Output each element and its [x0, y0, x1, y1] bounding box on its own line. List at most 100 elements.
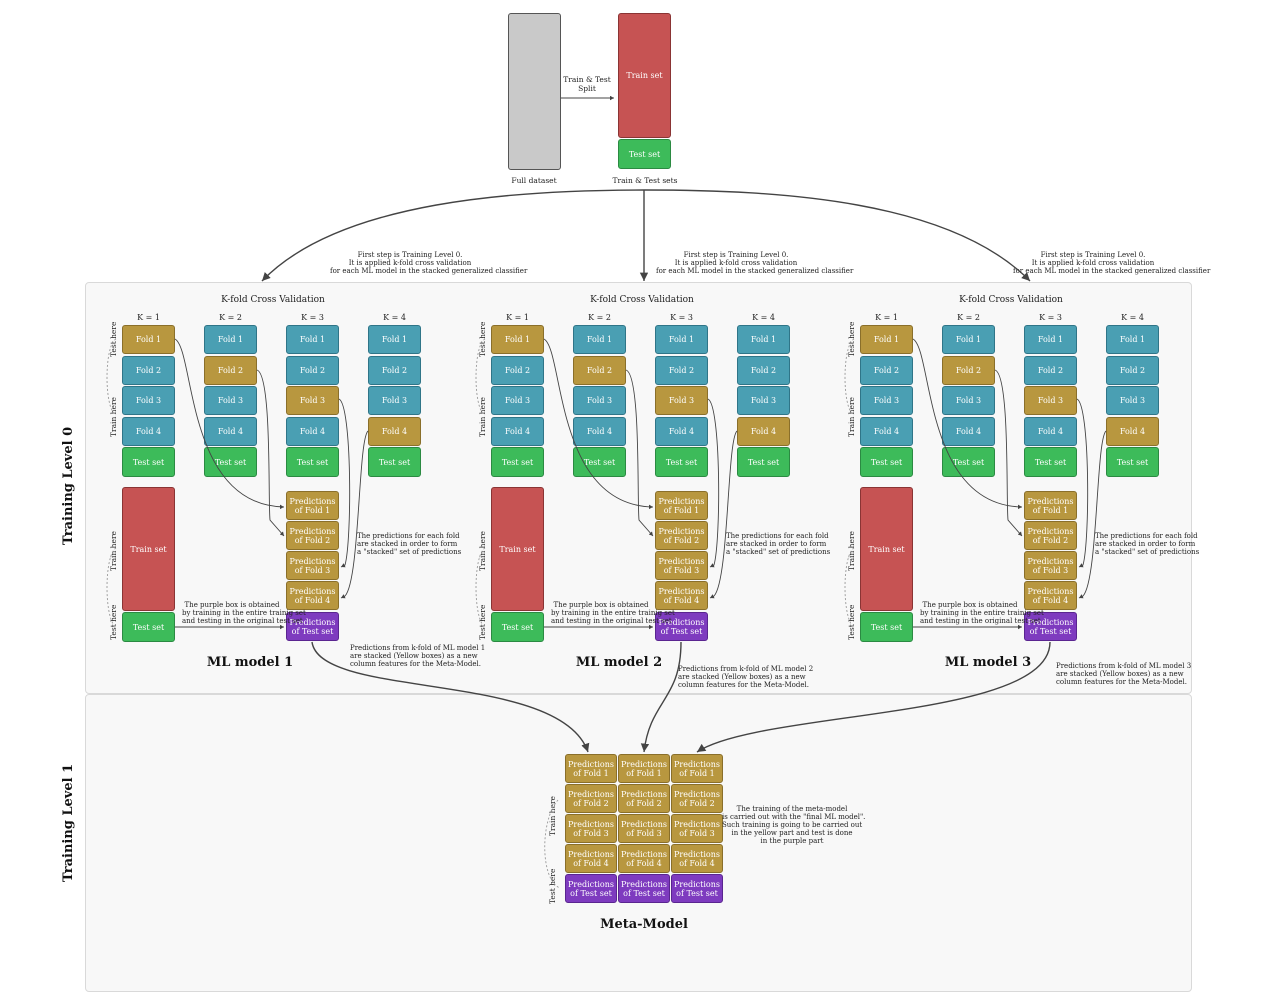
model-3-title: ML model 3: [944, 655, 1032, 670]
model-1-k-label-2: K = 2: [219, 313, 242, 322]
model-2-k2-fold-2: Fold 2: [573, 356, 626, 385]
first-step-note-1-line1: First step is Training Level 0.: [357, 251, 463, 259]
model-2-fold-4-arrow: [709, 430, 738, 599]
to-meta-arrow-2: [640, 641, 682, 753]
model-3-k2-fold-2: Fold 2: [942, 356, 995, 385]
model-2-k2-fold-3: Fold 3: [573, 386, 626, 415]
model-3-k1-fold-2: Fold 2: [860, 356, 913, 385]
meta-col-3-test-set: Predictions of Test set: [671, 874, 723, 903]
model-3-k3-fold-1: Fold 1: [1024, 325, 1077, 354]
meta-col-3-fold-3: Predictions of Fold 3: [671, 814, 723, 843]
model-1-train-set: Train set: [122, 487, 175, 611]
model-3-k-label-3: K = 3: [1039, 313, 1062, 322]
first-step-note-2-line1: First step is Training Level 0.: [683, 251, 789, 259]
model-1-bracket-bottom: [106, 547, 117, 628]
model-2-k-label-2: K = 2: [588, 313, 611, 322]
meta-note-line3: Such training is going to be carried out: [722, 821, 863, 829]
model-1-k-label-3: K = 3: [301, 313, 324, 322]
split-label-1: Train & Test: [563, 75, 611, 84]
meta-col-3-fold-2: Predictions of Fold 2: [671, 784, 723, 813]
model-1-predictions-test-set: Predictions of Test set: [286, 612, 339, 641]
model-3-stacked-note-3: a "stacked" set of predictions: [1095, 548, 1200, 556]
model-3-predictions-fold-1: Predictions of Fold 1: [1024, 491, 1077, 520]
meta-col-2-fold-3: Predictions of Fold 3: [618, 814, 670, 843]
model-2-k-label-3: K = 3: [670, 313, 693, 322]
model-3-k2-fold-3: Fold 3: [942, 386, 995, 415]
model-1-stacked-note-2: are stacked in order to form: [357, 540, 458, 548]
train-test-sets-label: Train & Test sets: [612, 176, 678, 185]
model-1-bracket-top: [106, 338, 117, 416]
model-3-k3-test-set: Test set: [1024, 447, 1077, 477]
model-3-predictions-fold-4: Predictions of Fold 4: [1024, 581, 1077, 610]
model-1-k2-test-set: Test set: [204, 447, 257, 477]
full-dataset-label: Full dataset: [511, 176, 557, 185]
model-2-fold-3-arrow: [707, 398, 720, 568]
model-2-k3-fold-4: Fold 4: [655, 417, 708, 446]
features-note-1-line3: column features for the Meta-Model.: [350, 660, 481, 668]
model-3-k1-fold-1: Fold 1: [860, 325, 913, 354]
meta-note-line1: The training of the meta-model: [736, 805, 848, 813]
model-2-predictions-test-set: Predictions of Test set: [655, 612, 708, 641]
model-1-k2-fold-1: Fold 1: [204, 325, 257, 354]
model-3-train-set: Train set: [860, 487, 913, 611]
meta-col-1-fold-2: Predictions of Fold 2: [565, 784, 617, 813]
model-3-k1-fold-3: Fold 3: [860, 386, 913, 415]
meta-note-line5: in the purple part: [760, 837, 824, 845]
model-2-title: ML model 2: [575, 655, 663, 670]
model-2-stacked-note-1: The predictions for each fold: [726, 532, 829, 540]
model-3-k4-fold-1: Fold 1: [1106, 325, 1159, 354]
full-dataset-box: [508, 13, 561, 170]
model-1-k2-fold-3: Fold 3: [204, 386, 257, 415]
model-1-k3-test-set: Test set: [286, 447, 339, 477]
model-1-predictions-fold-2: Predictions of Fold 2: [286, 521, 339, 550]
model-2-fold-2-arrow: [625, 369, 654, 537]
model-3-k3-fold-2: Fold 2: [1024, 356, 1077, 385]
model-3-stacked-note-1: The predictions for each fold: [1095, 532, 1198, 540]
model-2-k-label-1: K = 1: [506, 313, 529, 322]
model-2-train-test-set: Test set: [491, 612, 544, 642]
model-1-k4-test-set: Test set: [368, 447, 421, 477]
model-3-k4-fold-2: Fold 2: [1106, 356, 1159, 385]
model-1-k3-fold-1: Fold 1: [286, 325, 339, 354]
model-3-bracket-top: [844, 338, 855, 416]
model-2-k1-test-set: Test set: [491, 447, 544, 477]
model-2-k4-fold-1: Fold 1: [737, 325, 790, 354]
model-2-k2-test-set: Test set: [573, 447, 626, 477]
model-3-k2-test-set: Test set: [942, 447, 995, 477]
model-1-k-label-4: K = 4: [383, 313, 406, 322]
model-3-bracket-bottom: [844, 547, 855, 628]
model-3-fold-4-arrow: [1078, 430, 1107, 599]
model-1-predictions-fold-4: Predictions of Fold 4: [286, 581, 339, 610]
first-step-note-2-line3: for each ML model in the stacked general…: [656, 267, 854, 275]
model-3-k1-fold-4: Fold 4: [860, 417, 913, 446]
meta-note-line2: is carried out with the "final ML model"…: [722, 813, 866, 821]
model-3-predictions-fold-3: Predictions of Fold 3: [1024, 551, 1077, 580]
first-step-arrow-left: [261, 189, 645, 282]
model-2-k4-fold-2: Fold 2: [737, 356, 790, 385]
model-3-cv-title: K-fold Cross Validation: [959, 295, 1063, 305]
model-2-k4-fold-3: Fold 3: [737, 386, 790, 415]
meta-col-3-fold-4: Predictions of Fold 4: [671, 844, 723, 873]
first-step-note-1-line2: It is applied k-fold cross validation: [348, 259, 472, 267]
top-test-set-box: Test set: [618, 139, 671, 169]
features-note-3-line3: column features for the Meta-Model.: [1056, 678, 1187, 686]
first-step-note-3-line3: for each ML model in the stacked general…: [1013, 267, 1211, 275]
features-note-1-line2: are stacked (Yellow boxes) as a new: [350, 652, 478, 660]
model-3-k4-fold-4: Fold 4: [1106, 417, 1159, 446]
to-meta-arrow-1: [311, 641, 590, 753]
features-note-2-line2: are stacked (Yellow boxes) as a new: [678, 673, 806, 681]
model-2-k1-fold-3: Fold 3: [491, 386, 544, 415]
model-3-stacked-note-2: are stacked in order to form: [1095, 540, 1196, 548]
model-2-purple-note-3: and testing in the original test set: [551, 617, 672, 625]
meta-col-2-fold-4: Predictions of Fold 4: [618, 844, 670, 873]
model-2-predictions-fold-2: Predictions of Fold 2: [655, 521, 708, 550]
meta-bracket: [544, 799, 561, 889]
model-3-fold-1-arrow: [912, 338, 1023, 510]
first-step-note-2-line2: It is applied k-fold cross validation: [674, 259, 798, 267]
model-1-k2-fold-2: Fold 2: [204, 356, 257, 385]
top-train-set-box: Train set: [618, 13, 671, 138]
model-3-purple-note-1: The purple box is obtained: [922, 601, 1018, 609]
model-2-predictions-fold-3: Predictions of Fold 3: [655, 551, 708, 580]
model-2-stacked-note-3: a "stacked" set of predictions: [726, 548, 831, 556]
model-1-stacked-note-1: The predictions for each fold: [357, 532, 460, 540]
